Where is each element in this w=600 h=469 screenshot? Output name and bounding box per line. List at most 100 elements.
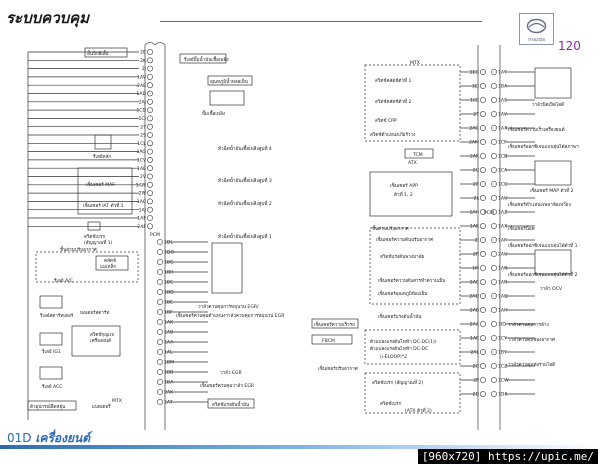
pcm-left-label: PCM: [150, 232, 160, 238]
outer-connector-pin-label: 1AX: [498, 224, 507, 230]
footer-bar: [0, 445, 600, 449]
outer-connector-pin-label: 2AU: [498, 252, 507, 258]
ac-compressor-box: [95, 255, 129, 271]
brake-switch-box: [87, 221, 101, 231]
right-connector-pin: 1CE: [470, 97, 486, 104]
acc-relay-box: [39, 366, 63, 380]
left-connector-pin-label: 1AJ: [139, 207, 146, 213]
right-connector-pin-label: 2P: [473, 378, 479, 384]
left-connector-pin-label: 1CL: [137, 141, 146, 147]
mid-connector-pin: 1BM: [157, 359, 174, 366]
outer-connector-pin-label: 1BY: [498, 350, 507, 356]
left-connector-pin-label: 2AJ: [139, 99, 146, 105]
mid-connector-pin-label: 1AB: [164, 330, 173, 336]
mid-connector-pin: 1BF: [157, 309, 173, 316]
left-connector-pin-label: 2E: [140, 50, 146, 56]
left-connector-pin: 2E: [140, 49, 153, 56]
brake-pressure-label: เซ็นเซอร์แรงดันน้ำมัน: [378, 312, 422, 320]
acc-relay-label: รีเลย์ ACC: [41, 383, 62, 390]
right-connector-pin: 2AC: [470, 279, 486, 286]
egr-valve-label: วาล์ว EGR: [220, 369, 242, 376]
coolant-box: [207, 75, 253, 86]
fuse-label: ตัวอุปกรณ์ยืดหยุ่น: [30, 403, 66, 410]
left-connector-pin-label: 2AE: [137, 83, 146, 89]
left-connector-pin: 1CV: [137, 156, 153, 164]
right-connector-pin-label: 2R: [473, 252, 480, 258]
relay-main-label: รีเลย์หลัก: [92, 153, 111, 160]
left-connector-pin: 2AF: [137, 223, 153, 230]
right-connector-pin-label: 2AB: [470, 308, 479, 314]
ect-label: เซ็นเซอร์ความเร็วเครื่องยนต์: [508, 125, 565, 133]
brake-switch-signal: (สัญญาณที่ 1): [84, 239, 113, 246]
left-connector-pin: 1AJ: [139, 206, 153, 213]
right-connector-pin-label: 2X: [473, 182, 479, 188]
left-connector-pin: 2AJ: [139, 98, 153, 105]
dc-converter-l2: ตัวแปลงแรงดันไฟฟ้า DC-DC: [370, 345, 428, 352]
brake-right-label: สวิตช์เบรก (สัญญาณที่ 2): [372, 379, 423, 386]
right-connector-pin: 2I: [475, 237, 486, 244]
outer-connector-pin: 1AY: [491, 69, 507, 76]
fbcm-box: [311, 334, 353, 345]
fuel-pump-relay-label: รีเลย์ปั๊มน้ำมันเชื้อเพลิง: [183, 56, 228, 63]
relay-pump-box: [209, 90, 245, 106]
mid-connector-pin-label: 1BE: [164, 300, 173, 306]
right-connector-pin: 2O: [472, 363, 486, 370]
mid-connector-pin-label: 1AK: [164, 320, 174, 326]
left-connector-pin-label: 2V: [140, 174, 147, 180]
right-connector-pin-label: 1EJ: [472, 84, 479, 90]
egr-valve-box: [211, 242, 243, 294]
ac-pressure-label: เซ็นเซอร์ความดันปรับอากาศ: [376, 235, 433, 243]
mid-connector-pin: 1AA: [157, 339, 174, 346]
right-connector-pin: 2AA: [470, 321, 486, 328]
right-connector-pin: 2D: [473, 391, 486, 398]
outer-connector-pin-label: 1AY: [498, 70, 507, 76]
left-connector-pin: 1AC: [137, 198, 153, 205]
brake-switch-label: สวิตช์เบรก: [84, 233, 105, 240]
ignition-switch-box: [71, 325, 121, 357]
mid-connector-pin-label: 1BH: [164, 270, 174, 276]
outer-connector-pin: 1ID: [491, 321, 506, 328]
egr-solenoid-label: เซ็นเซอร์ควบคุมวาล์ว EGR: [200, 381, 255, 389]
mid-connector-pin: 1AB: [157, 329, 173, 336]
right-connector-pin-label: 1AK: [470, 224, 480, 230]
outer-connector-pin-label: 1ID: [498, 322, 506, 328]
mazda-wordmark: mazda: [528, 37, 545, 43]
right-connector-pin-label: 2D: [473, 392, 480, 398]
mid-connector-pin-label: 1DO: [164, 250, 174, 256]
injector-4-label: หัวฉีดน้ำมันเชื้อเพลิงสูบที่ 4: [218, 145, 272, 152]
ig1-relay-box: [39, 332, 63, 346]
mid-connector-pin: 1BG: [157, 259, 174, 266]
outer-connector-pin-label: 1AV: [498, 112, 508, 118]
outer-connector-pin-label: 1CC: [498, 182, 507, 188]
relay-main-box: [94, 134, 112, 150]
neutral-label: สวิตช์ตำแหน่งเกียร์ว่าง: [370, 131, 415, 138]
right-connector-pin: 2AK: [470, 153, 486, 160]
left-connector-pin: 2J: [142, 65, 153, 72]
right-connector-pin-label: 1M: [472, 266, 479, 272]
fuel-pump-label: ปั๊มเชื้อเพลิง: [202, 110, 225, 117]
left-connector-pin: 1AE: [137, 165, 153, 172]
left-connector-pin-label: 1CV: [137, 158, 147, 164]
left-connector-pin: 1AV: [137, 74, 153, 81]
left-connector-pin: 1CD: [136, 107, 153, 114]
mtx-label: MTX: [112, 398, 122, 404]
fbcm-label: FBCM: [322, 338, 335, 344]
injector-2-label: หัวฉีดน้ำมันเชื้อเพลิงสูบที่ 2: [218, 200, 272, 207]
outer-connector-pin: 1AH: [491, 307, 508, 314]
outer-connector-pin: 1AX: [491, 125, 507, 132]
ac-box-title: ชิ้นส่วนปรับอากาศ: [60, 246, 97, 253]
ac-compressor-l2: แม่เหล็ก: [100, 262, 116, 270]
left-connector-pin-label: 2K: [140, 58, 147, 64]
left-connector-pin-label: 2T: [140, 124, 146, 130]
outer-connector-pin: 1CF: [491, 139, 507, 146]
outer-connector-pin-label: 1AX: [498, 126, 507, 132]
map-label: เซ็นเซอร์ MAP ตัวที่ 2: [530, 186, 574, 194]
ac-box-right-label: ชิ้นส่วนปรับอากาศ: [372, 225, 409, 232]
right-connector-pin-label: 1EG: [470, 70, 480, 76]
refrigerant-label: เซ็นเซอร์ความดันสารทำความเย็น: [378, 276, 446, 284]
outer-connector-pin: 1CY: [491, 335, 507, 342]
pcm-right-strip: [477, 45, 501, 430]
mid-connector-pin-label: 2AK: [164, 390, 174, 396]
mid-connector-pin: 1AT: [157, 399, 173, 406]
